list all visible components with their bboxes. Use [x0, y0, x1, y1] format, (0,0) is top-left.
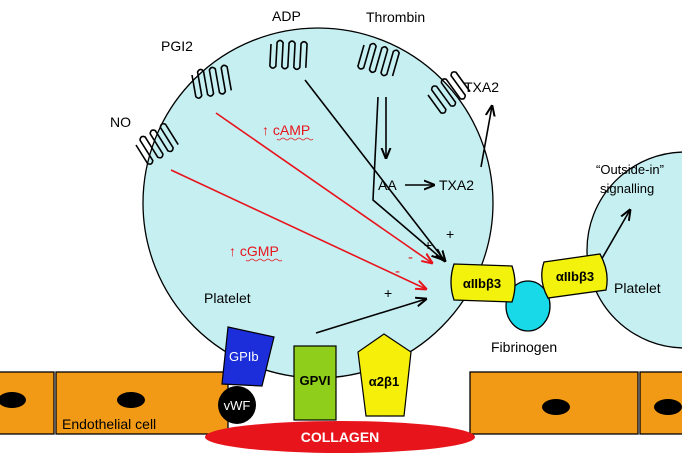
plus-sign-adp: + [424, 237, 432, 253]
fibrinogen [505, 280, 551, 332]
gpvi-to-integrin-arrow [315, 299, 426, 334]
gpib-receptor [221, 326, 275, 387]
platelet-right [586, 151, 682, 349]
endothelial-cell-label: Endothelial cell [62, 416, 156, 432]
endothelial-nucleus-4 [654, 399, 682, 415]
platelet-main [142, 27, 494, 379]
outside-in-label-line1: “Outside-in” [596, 162, 664, 177]
gpib-label: GPIb [229, 349, 259, 364]
no-inhibit-arrow [170, 169, 426, 289]
txa2-top-label: TXA2 [464, 79, 499, 95]
collagen-label: COLLAGEN [301, 429, 380, 445]
pgi2-receptor [191, 64, 233, 99]
integrin-right-label: αIIbβ3 [556, 269, 594, 284]
adp-receptor [269, 39, 308, 71]
cgmp-underline [245, 258, 283, 262]
pgi2-label: PGI2 [161, 38, 193, 54]
endothelial-nucleus-2 [117, 392, 145, 408]
txa2-release-arrow [480, 106, 492, 168]
vwf-label: vWF [224, 398, 251, 413]
vwf [218, 386, 256, 424]
txa2-inner-label: TXA2 [439, 177, 474, 193]
a2b1-label: α2β1 [369, 374, 399, 389]
plus-sign-thrombin: + [446, 226, 454, 242]
adp-label: ADP [272, 8, 301, 24]
endothelium: Endothelial cell [0, 371, 682, 435]
thrombin-label: Thrombin [366, 9, 425, 25]
endothelial-nucleus-3 [542, 399, 570, 415]
endothelial-nucleus-1 [0, 392, 26, 408]
camp-label: ↑ cAMP [262, 122, 310, 138]
platelet-main-label: Platelet [204, 290, 251, 306]
no-receptor [135, 122, 179, 165]
cgmp-label: ↑ cGMP [229, 243, 279, 259]
outside-in-arrow [599, 210, 630, 263]
plus-sign-gpvi: + [384, 285, 392, 301]
integrin-right [541, 253, 608, 299]
a2b1-receptor [357, 333, 412, 417]
integrin-left-label: αIIbβ3 [463, 276, 501, 291]
outside-in-label-line2: signalling [600, 181, 654, 196]
minus-sign-camp: - [408, 249, 413, 266]
gpvi-label: GPVI [299, 373, 330, 388]
integrin-left [450, 263, 516, 303]
thrombin-to-integrin-arrow [372, 96, 442, 259]
platelet-right-label: Platelet [614, 280, 661, 296]
no-label: NO [110, 114, 131, 130]
camp-underline [276, 137, 314, 141]
pgi2-inhibit-arrow [215, 112, 432, 263]
thrombin-receptor [357, 42, 400, 77]
minus-sign-cgmp: - [395, 263, 400, 280]
txa2-receptor [427, 71, 471, 114]
fibrinogen-label: Fibrinogen [491, 339, 557, 355]
gpvi-receptor [293, 345, 337, 421]
collagen-layer [205, 421, 475, 453]
receptors [135, 39, 471, 165]
